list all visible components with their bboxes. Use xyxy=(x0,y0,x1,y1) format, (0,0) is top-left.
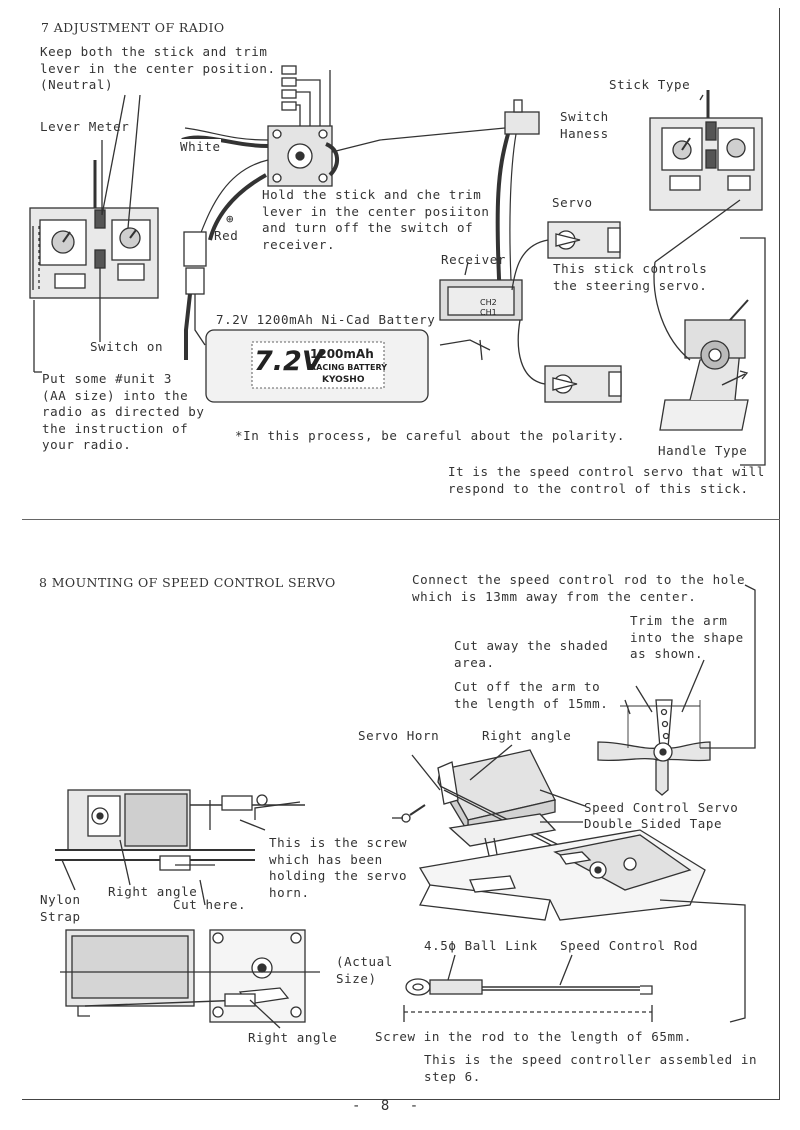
svg-text:1200mAh: 1200mAh xyxy=(310,347,374,361)
servo-mounting-illustration xyxy=(392,744,746,1023)
trim-arm-note: Trim the arm into the shape as shown. xyxy=(630,613,744,661)
red-wire-label: Red xyxy=(214,228,239,243)
double-sided-tape-label: Double Sided Tape xyxy=(584,816,723,831)
screw-note: This is the screw which has been holding… xyxy=(269,835,408,901)
svg-text:CH1: CH1 xyxy=(480,308,497,317)
servo-label: Servo xyxy=(552,195,593,210)
polarity-note: *In this process, be careful about the p… xyxy=(235,428,626,443)
right-angle-top-label: Right angle xyxy=(482,728,572,743)
receiver-label: Receiver xyxy=(441,252,507,267)
lever-meter-label: Lever Meter xyxy=(40,119,130,134)
servo-horn-actual-size-illustration xyxy=(597,584,756,796)
servo-bottom-view-illustration xyxy=(60,929,320,1029)
screw-in-rod-instruction: Screw in the rod to the length of 65mm. xyxy=(375,1029,692,1044)
svg-text:CH2: CH2 xyxy=(480,298,497,307)
battery-brand-logo: 7.2V 1200mAh RACING BATTERY KYOSHO xyxy=(254,346,387,385)
servo-top-view-illustration xyxy=(55,789,305,906)
receiver-channel-labels: CH2 CH1 xyxy=(480,298,497,317)
stick-type-transmitter-illustration xyxy=(649,90,763,263)
speed-control-rod-label: Speed Control Rod xyxy=(560,938,699,953)
switch-harness-label: Switch Haness xyxy=(560,109,609,141)
section-7-title: 7 ADJUSTMENT OF RADIO xyxy=(41,20,225,35)
wiring-diagram-illustration xyxy=(181,65,622,403)
svg-text:RACING BATTERY: RACING BATTERY xyxy=(310,363,387,372)
servo-horn-label: Servo Horn xyxy=(358,728,440,743)
svg-text:7.2V: 7.2V xyxy=(254,346,325,377)
actual-size-label: (Actual Size) xyxy=(336,954,393,986)
handle-type-transmitter-illustration xyxy=(653,237,766,466)
switch-on-label: Switch on xyxy=(90,339,164,354)
cut-here-label: Cut here. xyxy=(173,897,247,912)
page-frame xyxy=(22,8,780,1100)
battery-label: 7.2V 1200mAh Ni-Cad Battery xyxy=(216,312,436,327)
hold-stick-instruction: Hold the stick and che trim lever in the… xyxy=(262,187,490,252)
transmitter-left-illustration xyxy=(29,94,159,373)
ball-link-label: 4.5ϕ Ball Link xyxy=(424,938,538,953)
section-8-title: 8 MOUNTING OF SPEED CONTROL SERVO xyxy=(39,575,336,590)
speed-servo-note: It is the speed control servo that will … xyxy=(448,464,765,496)
connect-rod-instruction: Connect the speed control rod to the hol… xyxy=(412,572,746,604)
put-batteries-instruction: Put some #unit 3 (AA size) into the radi… xyxy=(42,371,205,452)
white-wire-label: White xyxy=(180,139,221,156)
assembled-note: This is the speed controller assembled i… xyxy=(424,1052,758,1084)
svg-text:KYOSHO: KYOSHO xyxy=(322,375,365,385)
speed-control-servo-label: Speed Control Servo xyxy=(584,800,739,815)
speed-control-rod-illustration xyxy=(403,954,653,1022)
stick-type-label: Stick Type xyxy=(609,77,691,92)
right-angle-bottom-label: Right angle xyxy=(248,1030,338,1045)
cut-shaded-note: Cut away the shaded area. xyxy=(454,638,609,670)
stick-controls-note: This stick controls the steering servo. xyxy=(553,261,708,293)
nylon-strap-label: Nylon Strap xyxy=(40,892,81,924)
handle-type-label: Handle Type xyxy=(658,443,748,458)
keep-neutral-instruction: Keep both the stick and trim lever in th… xyxy=(40,44,276,92)
plus-sign: ⊕ xyxy=(226,211,235,226)
right-angle-left-label: Right angle xyxy=(108,884,198,899)
cut-arm-note: Cut off the arm to the length of 15mm. xyxy=(454,679,609,711)
section-divider xyxy=(22,519,780,520)
page-number: - 8 - xyxy=(352,1098,425,1114)
